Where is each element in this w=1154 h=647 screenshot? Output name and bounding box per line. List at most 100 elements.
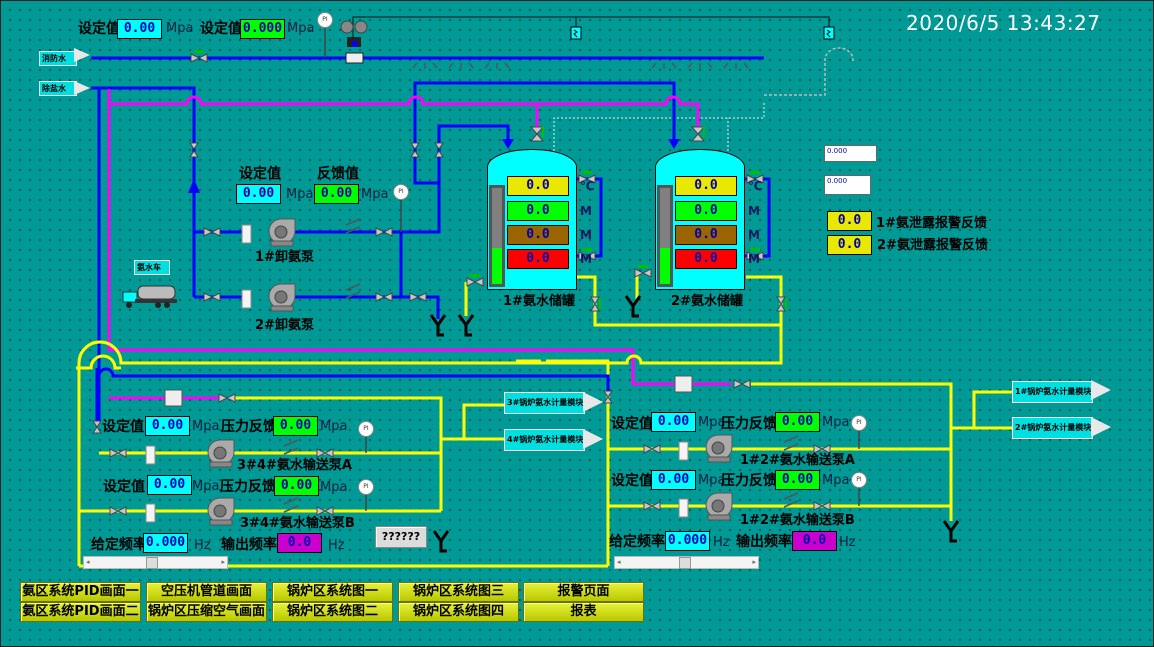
- spray-nozzles: [412, 62, 749, 69]
- setpoint-label: 设定值: [611, 473, 653, 489]
- nav-report[interactable]: 报表: [523, 602, 644, 622]
- signal-line: [352, 16, 830, 37]
- pressure-feedback-label: 压力反馈: [721, 473, 777, 489]
- unit-label: M: [748, 252, 760, 266]
- ammonia-truck-tag: 氨水车: [134, 260, 170, 275]
- pump12a-setpoint-field[interactable]: 0.00: [651, 412, 696, 432]
- nav-alarm-page[interactable]: 报警页面: [523, 582, 644, 602]
- vent-line: [764, 47, 854, 96]
- unit-label: Hz: [194, 538, 211, 553]
- unit-label: M: [748, 204, 760, 218]
- setpoint-label: 设定值: [611, 416, 653, 432]
- valves[interactable]: [92, 53, 831, 516]
- pump-label: 1#2#氨水输送泵B: [740, 513, 855, 528]
- pumps[interactable]: [207, 218, 733, 526]
- fire-water-setpoint-field[interactable]: 0.00: [117, 19, 162, 39]
- setpoint-label: 设定值: [78, 21, 120, 37]
- scroll-left-icon[interactable]: ◂: [617, 558, 621, 566]
- tag-arrow-icon: [583, 429, 603, 449]
- fire-water-setpoint2-field[interactable]: 0.000: [240, 19, 285, 39]
- pressure-indicator-icon[interactable]: PI: [851, 472, 867, 488]
- freq-slider-34[interactable]: ◂ ▸: [83, 556, 228, 569]
- nav-air-compressor[interactable]: 空压机管道画面: [146, 582, 267, 602]
- unit-label: Hz: [713, 535, 730, 550]
- ammonia-truck-icon: [122, 285, 177, 308]
- pressure-indicator-icon[interactable]: PI: [393, 184, 409, 200]
- slider-thumb[interactable]: [146, 557, 158, 569]
- unload-setpoint-label: 设定值: [239, 166, 281, 182]
- unload-setpoint-field[interactable]: 0.00: [236, 184, 281, 204]
- freq-slider-12[interactable]: ◂ ▸: [614, 556, 759, 569]
- flowmeter-box: [674, 375, 693, 393]
- outlet-tag-boiler-1[interactable]: 1#锅炉氨水计量模块: [1012, 381, 1093, 403]
- pressure-feedback-label: 压力反馈: [721, 416, 777, 432]
- pump12-freq-out-value: 0.0: [792, 531, 837, 551]
- pressure-indicator-icon[interactable]: PI: [358, 479, 374, 495]
- flow-arrow-down-2: [668, 139, 680, 149]
- unknown-button[interactable]: ??????: [375, 526, 427, 548]
- fire-water-tag[interactable]: 消防水: [39, 51, 77, 66]
- control-valve[interactable]: [340, 20, 368, 64]
- tag-arrow-icon: [74, 48, 90, 62]
- pressure-indicator-icon[interactable]: PI: [851, 415, 867, 431]
- nav-ammonia-pid-1[interactable]: 氨区系统PID画面一: [20, 582, 141, 602]
- setpoint-label: 设定值: [102, 419, 144, 435]
- scroll-left-icon[interactable]: ◂: [86, 558, 90, 566]
- top-blue-loop: [413, 81, 676, 141]
- tag-arrow-icon: [1091, 380, 1111, 400]
- tag-arrow-icon: [74, 81, 90, 95]
- pump34a-setpoint-field[interactable]: 0.00: [145, 416, 190, 436]
- nav-boiler-compressed-air[interactable]: 锅炉区压缩空气画面: [146, 602, 267, 622]
- nav-boiler-system-4[interactable]: 锅炉区系统图四: [398, 602, 519, 622]
- drain-symbols: [429, 295, 960, 553]
- freq-out-label: 输出频率: [221, 537, 277, 553]
- unit-label: Mpa: [822, 415, 850, 430]
- nav-boiler-system-2[interactable]: 锅炉区系统图二: [272, 602, 393, 622]
- flowmeter-box: [164, 389, 183, 407]
- nav-ammonia-pid-2[interactable]: 氨区系统PID画面二: [20, 602, 141, 622]
- check-valves: [283, 218, 799, 513]
- datetime-display: 2020/6/5 13:43:27: [906, 11, 1101, 35]
- outlet-tag-boiler-2[interactable]: 2#锅炉氨水计量模块: [1012, 417, 1093, 439]
- nav-boiler-system-3[interactable]: 锅炉区系统图三: [398, 582, 519, 602]
- setpoint-label: 设定值: [103, 479, 145, 495]
- signal-dotted: [553, 101, 765, 151]
- pump-label: 1#卸氨泵: [255, 250, 314, 265]
- pressure-indicator-icon[interactable]: PI: [317, 12, 333, 28]
- tank-level-value: 0.0: [675, 225, 737, 245]
- pump34b-setpoint-field[interactable]: 0.00: [147, 475, 192, 495]
- scroll-right-icon[interactable]: ▸: [221, 558, 225, 566]
- unit-label: M: [580, 252, 592, 266]
- desalted-water-tag[interactable]: 除盐水: [39, 81, 77, 96]
- ammonia-pipe: [77, 273, 783, 566]
- unit-label: Mpa: [320, 480, 348, 495]
- unit-label: Mpa: [192, 479, 220, 494]
- scroll-right-icon[interactable]: ▸: [752, 558, 756, 566]
- pressure-indicator-icon[interactable]: PI: [358, 421, 374, 437]
- unit-label: Hz: [328, 538, 345, 553]
- instrument-stems: [324, 25, 860, 511]
- unit-label: Mpa: [286, 187, 314, 202]
- pump12-freq-set-field[interactable]: 0.000: [665, 531, 710, 551]
- pump12b-setpoint-field[interactable]: 0.00: [651, 470, 696, 490]
- outlet-tag-boiler-4[interactable]: 4#锅炉氨水计量模块: [504, 429, 585, 451]
- storage-tank-2: 0.0 ℃ 0.0 M 0.0 M 0.0 M: [655, 149, 763, 290]
- unit-label: ℃: [580, 179, 595, 193]
- setpoint-label: 设定值: [200, 21, 242, 37]
- pump34-freq-set-field[interactable]: 0.000: [143, 533, 188, 553]
- magenta-pipe: [109, 89, 698, 356]
- outlet-tag-boiler-3[interactable]: 3#锅炉氨水计量模块: [504, 392, 585, 414]
- slider-thumb[interactable]: [679, 557, 691, 569]
- unit-label: Mpa: [166, 21, 194, 36]
- pump-label: 3#4#氨水输送泵A: [237, 458, 352, 473]
- level-switch: [570, 26, 582, 40]
- numeric-input[interactable]: 0.000: [824, 175, 871, 195]
- tank-temperature-value: 0.0: [675, 176, 737, 196]
- level-switch: [823, 26, 835, 40]
- numeric-input[interactable]: 0.000: [824, 145, 877, 162]
- nav-boiler-system-1[interactable]: 锅炉区系统图一: [272, 582, 393, 602]
- flow-arrow-down-1: [502, 139, 514, 149]
- pump-label: 2#卸氨泵: [255, 318, 314, 333]
